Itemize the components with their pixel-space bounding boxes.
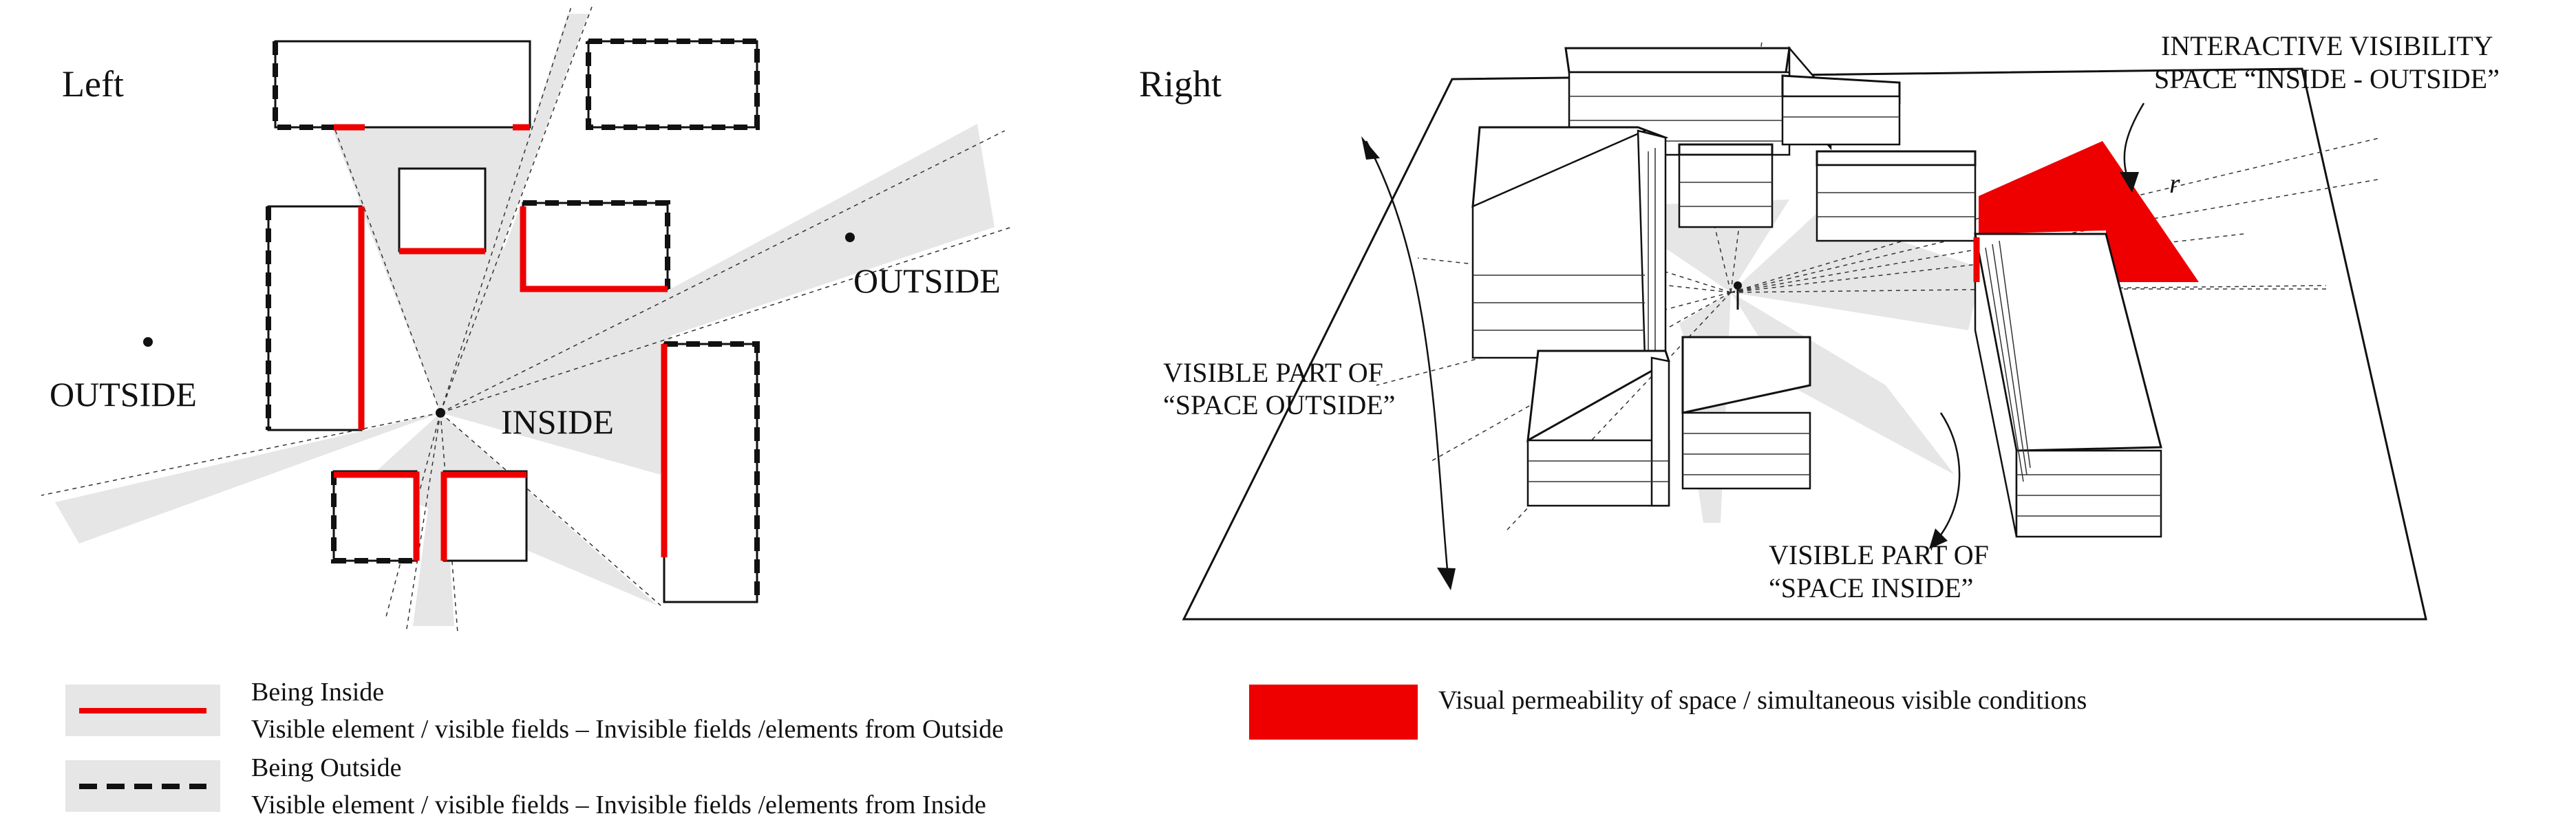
left-building-right-tall [663, 343, 758, 603]
left-outside-point-right [845, 233, 855, 242]
right-interactive-label-2: SPACE “INSIDE - OUTSIDE” [2154, 63, 2500, 94]
right-marker-r: r [2169, 168, 2180, 199]
legend-item-permeability: Visual permeability of space / simultane… [1249, 685, 2087, 740]
right-arrows [1361, 103, 2145, 590]
legend-permeability-description: Visual permeability of space / simultane… [1438, 686, 2087, 715]
left-outside-point-left [143, 337, 153, 347]
arrow-head-inside [1929, 528, 1948, 549]
left-inside-label: INSIDE [501, 402, 614, 441]
right-building-bottom-left [1526, 350, 1670, 507]
right-inside-label-1: VISIBLE PART OF [1769, 539, 1989, 570]
left-building-top-b [587, 40, 758, 129]
right-interactive-label-1: INTERACTIVE VISIBILITY [2161, 30, 2493, 61]
legend-outside-description: Visible element / visible fields – Invis… [251, 791, 986, 819]
right-building-right-center [1816, 150, 1977, 242]
right-building-back-right [1781, 74, 1901, 146]
left-inside-edges [334, 124, 668, 561]
right-observer [1734, 281, 1742, 310]
arrow-head-bottom [1437, 568, 1456, 590]
legend: Being Inside Visible element / visible f… [65, 678, 2087, 819]
legend-inside-title: Being Inside [251, 678, 384, 707]
left-building-bottom-b [443, 470, 528, 562]
left-panel-title: Left [62, 63, 124, 105]
left-building-bottom-a [332, 470, 418, 562]
left-outside-label-right: OUTSIDE [853, 261, 1001, 300]
left-building-top-a [274, 40, 531, 129]
left-building-left [267, 205, 363, 431]
right-panel-title: Right [1139, 63, 1222, 105]
right-outside-label-2: “SPACE OUTSIDE” [1163, 389, 1395, 420]
arrow-head-top [1361, 136, 1380, 160]
left-outside-edges [266, 39, 760, 602]
right-buildings [1471, 45, 2162, 538]
left-outside-label-left: OUTSIDE [50, 375, 197, 413]
left-building-small-top [398, 167, 487, 253]
left-observer-center [436, 408, 445, 418]
left-building-mid-right [522, 202, 669, 290]
legend-inside-description: Visible element / visible fields – Invis… [251, 715, 1003, 744]
left-panel: Left [41, 6, 1012, 634]
legend-outside-title: Being Outside [251, 753, 401, 782]
right-permeability-area [1979, 141, 2199, 282]
right-building-left [1471, 126, 1669, 359]
legend-item-inside: Being Inside Visible element / visible f… [65, 678, 1003, 744]
right-building-center [1678, 143, 1774, 228]
right-building-bottom-center [1681, 336, 1811, 490]
legend-permeability-swatch [1249, 685, 1418, 740]
arrow-head-interactive [2120, 172, 2139, 193]
right-panel: Right [1139, 30, 2500, 621]
right-outside-label-1: VISIBLE PART OF [1163, 357, 1383, 388]
legend-item-outside: Being Outside Visible element / visible … [65, 753, 986, 819]
right-building-right-long [1973, 233, 2162, 538]
right-inside-label-2: “SPACE INSIDE” [1769, 572, 1973, 603]
